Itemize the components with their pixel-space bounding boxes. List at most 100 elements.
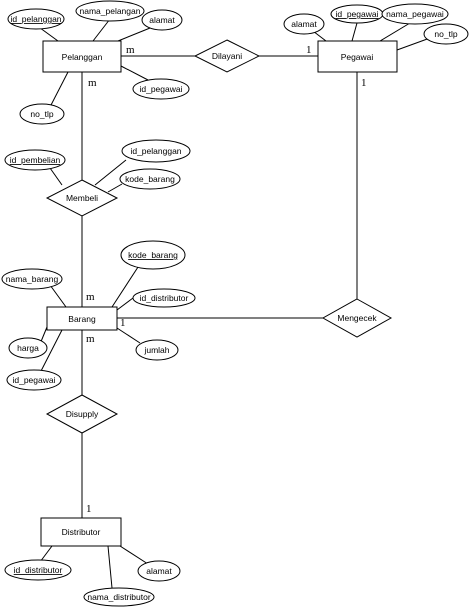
attribute-label: id_pelanggan — [130, 146, 181, 156]
entity-distributor: Distributor — [40, 517, 122, 547]
attr-line — [396, 37, 431, 51]
attribute-key-label: id_pegawai — [335, 9, 378, 19]
attribute-ellipse — [135, 339, 179, 361]
attr-line — [94, 159, 127, 186]
entity-box — [46, 306, 118, 331]
cardinality-labels: m 1 m 1 m 1 m 1 — [86, 44, 367, 515]
entity-label: Pegawai — [341, 52, 374, 62]
entity-box — [40, 517, 122, 547]
attr-line — [92, 18, 111, 42]
attribute-ellipse — [423, 23, 469, 45]
attribute-ellipse — [6, 369, 62, 391]
entity-box — [42, 40, 122, 73]
attr-line — [107, 183, 123, 193]
attribute-ellipse — [19, 103, 65, 125]
attribute-label: nama_distributor — [87, 592, 150, 602]
attribute-ellipse — [7, 8, 65, 30]
attr-line — [117, 25, 156, 42]
attribute-ellipse — [132, 288, 196, 308]
attr-line — [116, 297, 134, 311]
attr-line — [120, 65, 149, 81]
cardinality-barang-membeli: m — [86, 291, 95, 303]
attribute-ellipse — [283, 13, 325, 35]
relationship-mengecek: Mengecek — [321, 298, 393, 338]
attr-line — [49, 167, 63, 186]
attr-line — [351, 22, 358, 42]
relationship-disupply: Disupply — [45, 394, 119, 434]
attribute-ellipse — [4, 559, 72, 581]
attribute-key-label: id_distributor — [14, 565, 63, 575]
attr-line — [116, 327, 141, 344]
cardinality-pegawai-dilayani: 1 — [306, 44, 312, 56]
attribute-label: alamat — [291, 19, 317, 29]
attribute-ellipse — [75, 0, 145, 22]
relationship-dilayani: Dilayani — [193, 39, 261, 73]
entity-label: Barang — [68, 314, 96, 324]
entity-label: Distributor — [62, 527, 101, 537]
attr-line — [49, 71, 69, 108]
attr-line — [379, 22, 411, 42]
relationship-diamond — [45, 394, 119, 434]
attribute-label: alamat — [149, 15, 175, 25]
attributes-distributor: id_distributor alamat nama_distributor — [4, 559, 181, 607]
attribute-ellipse — [1, 268, 63, 290]
relationship-diamond — [193, 39, 261, 73]
entity-pegawai: Pegawai — [317, 40, 398, 73]
attribute-label: nama_pelangan — [80, 6, 141, 16]
attribute-label: id_distributor — [140, 293, 189, 303]
attributes-pegawai: alamat id_pegawai nama_pegawai no_tlp — [283, 3, 469, 45]
attribute-ellipse — [137, 560, 181, 582]
attribute-ellipse — [8, 337, 48, 359]
attribute-label: id_pegawai — [139, 84, 182, 94]
cardinality-barang-disupply: m — [86, 333, 95, 345]
attribute-label: alamat — [146, 566, 172, 576]
relationship-label: Mengecek — [337, 313, 377, 323]
attribute-lines — [35, 18, 431, 589]
attribute-ellipse — [121, 139, 191, 163]
attribute-label: jumlah — [143, 345, 169, 355]
attribute-label: no_tlp — [434, 29, 457, 39]
attr-line — [39, 545, 53, 563]
attribute-key-label: id_pelanggan — [10, 14, 61, 24]
attributes-barang: kode_barang nama_barang id_distributor h… — [1, 240, 196, 391]
attribute-key-label: id_pembelian — [10, 155, 61, 165]
cardinality-distributor-disupply: 1 — [86, 503, 92, 515]
relationship-label: Dilayani — [212, 51, 242, 61]
attribute-label: no_tlp — [30, 109, 53, 119]
attr-line — [39, 329, 63, 374]
attribute-ellipse — [119, 168, 181, 190]
attribute-ellipse — [132, 78, 190, 100]
relationship-label: Disupply — [66, 409, 99, 419]
entity-box — [317, 40, 398, 73]
attribute-ellipse — [120, 240, 186, 270]
relationship-label: Membeli — [66, 193, 98, 203]
attr-line — [49, 284, 67, 308]
attribute-label: id_pegawai — [12, 375, 55, 385]
attribute-label: nama_pegawai — [386, 9, 444, 19]
cardinality-pegawai-mengecek: 1 — [361, 77, 367, 89]
relationship-diamond — [321, 298, 393, 338]
relationship-lines — [81, 55, 358, 518]
attribute-key-label: kode_barang — [128, 250, 178, 260]
entity-pelanggan: Pelanggan — [42, 40, 122, 73]
attribute-ellipse — [83, 587, 155, 607]
attribute-label: harga — [17, 343, 39, 353]
attributes-pelanggan: id_pelanggan nama_pelangan alamat id_peg… — [7, 0, 190, 125]
attribute-label: kode_barang — [125, 174, 175, 184]
entity-label: Pelanggan — [62, 52, 103, 62]
attribute-ellipse — [381, 3, 449, 25]
cardinality-barang-mengecek: 1 — [120, 317, 126, 329]
relationship-diamond — [45, 179, 119, 217]
attr-line — [119, 545, 149, 565]
relationship-membeli: Membeli — [45, 179, 119, 217]
entity-barang: Barang — [46, 306, 118, 331]
attribute-ellipse — [141, 9, 183, 31]
attr-line — [111, 263, 141, 308]
attribute-ellipse — [4, 149, 66, 171]
cardinality-pelanggan-membeli: m — [88, 77, 97, 89]
attr-line — [107, 545, 113, 589]
attributes-membeli: id_pembelian id_pelanggan kode_barang — [4, 139, 191, 190]
cardinality-pelanggan-dilayani: m — [126, 44, 135, 56]
attribute-label: nama_barang — [6, 274, 59, 284]
